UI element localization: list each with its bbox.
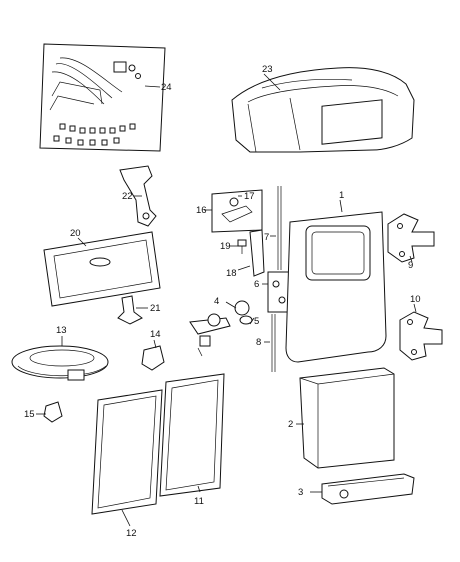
part-18-strap: 18 bbox=[226, 229, 265, 279]
part-12-frame: 12 bbox=[91, 389, 163, 539]
part-9-hinge: 9 bbox=[387, 213, 435, 271]
part-1-door: 1 bbox=[285, 190, 387, 363]
part-5-gasket: 5 bbox=[239, 315, 259, 327]
callout-15: 15 bbox=[24, 409, 35, 420]
callout-16: 16 bbox=[196, 205, 207, 216]
callout-3: 3 bbox=[298, 487, 303, 498]
callout-5: 5 bbox=[254, 316, 259, 327]
part-16-17-latch: 16 17 bbox=[196, 189, 263, 233]
fastener-row-icon bbox=[53, 123, 136, 146]
callout-11: 11 bbox=[194, 496, 204, 507]
callout-14: 14 bbox=[150, 329, 161, 340]
part-19-bolt: 19 bbox=[220, 239, 247, 254]
part-2-lower-panel: 2 bbox=[288, 367, 395, 469]
callout-6: 6 bbox=[254, 279, 259, 290]
part-20-window-panel: 20 bbox=[43, 228, 161, 307]
part-14-clip: 14 bbox=[141, 329, 165, 371]
part-22-bracket: 22 bbox=[119, 165, 157, 227]
part-23-hardtop: 23 bbox=[231, 64, 415, 153]
part-3-channel: 3 bbox=[298, 473, 415, 505]
part-10-hinge: 10 bbox=[399, 294, 443, 361]
callout-1: 1 bbox=[339, 190, 344, 201]
part-21-bracket: 21 bbox=[117, 295, 161, 325]
part-15-clip: 15 bbox=[24, 401, 63, 423]
part-7-rod: 7 bbox=[264, 186, 282, 270]
callout-22: 22 bbox=[122, 191, 133, 202]
callout-23: 23 bbox=[262, 64, 273, 75]
callout-8: 8 bbox=[256, 337, 261, 348]
callout-24: 24 bbox=[161, 82, 172, 93]
callout-19: 19 bbox=[220, 241, 231, 252]
callout-18: 18 bbox=[226, 268, 237, 279]
part-6-lock-mechanism: 6 bbox=[254, 271, 291, 313]
callout-4: 4 bbox=[214, 296, 219, 307]
callout-12: 12 bbox=[126, 528, 137, 539]
part-8-rod: 8 bbox=[256, 314, 276, 372]
callout-17: 17 bbox=[244, 191, 255, 202]
part-13-seal: 13 bbox=[11, 325, 109, 381]
part-24-frame-kit: 24 bbox=[39, 43, 172, 152]
callout-7: 7 bbox=[264, 232, 269, 243]
part-4-lock-handle: 4 bbox=[189, 296, 250, 357]
callout-20: 20 bbox=[70, 228, 81, 239]
callout-10: 10 bbox=[410, 294, 421, 305]
callout-21: 21 bbox=[150, 303, 161, 314]
callout-9: 9 bbox=[408, 260, 413, 271]
callout-2: 2 bbox=[288, 419, 293, 430]
callout-13: 13 bbox=[56, 325, 67, 336]
part-11-frame: 11 bbox=[159, 373, 225, 507]
